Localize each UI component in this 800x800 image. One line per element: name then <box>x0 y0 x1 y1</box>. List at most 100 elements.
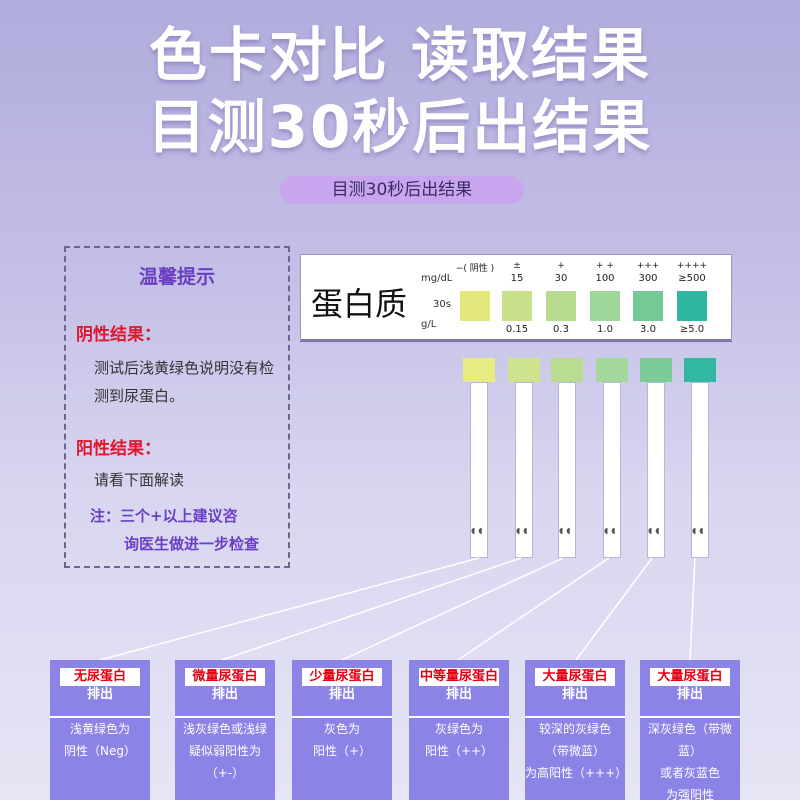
result-title-line-1: 大量尿蛋白 <box>535 668 615 686</box>
result-title-line-2: 排出 <box>328 687 355 702</box>
negative-heading: 阴性结果： <box>76 325 161 345</box>
strip-pad <box>508 358 540 382</box>
strip-marks: ◖◖ <box>516 526 531 535</box>
result-title-line-1: 少量尿蛋白 <box>302 668 382 686</box>
result-line: 阳性（+） <box>312 744 372 758</box>
result-description: 较深的灰绿色 （带微蓝） 为高阳性（+++） <box>525 718 628 784</box>
unit-g: g/L <box>421 319 437 330</box>
test-strip: ◖◖ <box>551 358 583 558</box>
strip-marks: ◖◖ <box>471 526 486 535</box>
result-line: （带微蓝） <box>544 744 605 758</box>
result-box: 少量尿蛋白排出灰色为阳性（+） <box>292 660 392 800</box>
strip-pad <box>463 358 495 382</box>
result-line: 疑似弱阳性为 <box>188 744 261 758</box>
result-title-line-1: 大量尿蛋白 <box>650 668 730 686</box>
strip-body <box>470 382 488 558</box>
note-line-2: 询医生做进一步检查 <box>124 535 260 553</box>
strip-body <box>515 382 533 558</box>
result-line: 为强阳性（++++） <box>665 788 714 800</box>
tips-heading: 温馨提示 <box>138 266 215 288</box>
color-swatch <box>502 291 532 321</box>
color-swatch <box>546 291 576 321</box>
result-description: 浅灰绿色或浅绿疑似弱阳性为（+-） <box>175 718 275 784</box>
chart-mg-value: 300 <box>638 273 658 284</box>
color-swatch <box>590 291 620 321</box>
chart-gl-value: 0.3 <box>553 324 569 335</box>
result-divider <box>50 716 150 718</box>
result-divider <box>409 716 509 718</box>
result-title: 中等量尿蛋白排出 <box>409 660 509 716</box>
result-line: 深灰绿色（带微蓝） <box>647 722 732 758</box>
strip-body <box>691 382 709 558</box>
result-title-line-1: 无尿蛋白 <box>60 668 140 686</box>
result-box: 大量尿蛋白排出较深的灰绿色（带微蓝）为高阳性（+++） <box>525 660 628 800</box>
result-title-line-2: 排出 <box>86 687 113 702</box>
chart-symbol: + <box>557 261 565 271</box>
chart-mg-value: 15 <box>510 273 524 284</box>
title-line-1: 色卡对比 读取结果 <box>148 21 652 89</box>
strip-body <box>603 382 621 558</box>
result-divider <box>525 716 625 718</box>
chart-column: ++++≥500≥5.0 <box>672 261 712 335</box>
note: 注：三个+以上建议咨 询医生做进一步检查 <box>90 502 288 558</box>
result-box: 无尿蛋白排出浅黄绿色为阴性（Neg） <box>50 660 150 800</box>
positive-heading: 阳性结果： <box>76 439 161 459</box>
test-strip: ◖◖ <box>508 358 540 558</box>
chart-gl-value: 1.0 <box>597 324 613 335</box>
strip-pad <box>640 358 672 382</box>
unit-mg: mg/dL <box>421 273 453 284</box>
strip-body <box>558 382 576 558</box>
unit-time: 30s <box>433 299 451 310</box>
chart-symbol: + + <box>596 261 614 271</box>
result-title: 大量尿蛋白排出 <box>640 660 740 716</box>
result-title: 微量尿蛋白排出 <box>175 660 275 716</box>
strip-pad <box>551 358 583 382</box>
chart-mg-value: ≥500 <box>678 273 706 284</box>
result-divider <box>640 716 740 718</box>
result-line: 阳性（++） <box>424 744 494 758</box>
chart-column: −( 阴性 ) <box>455 261 495 324</box>
chart-gl-value: ≥5.0 <box>679 324 705 335</box>
result-line: 浅黄绿色为 <box>69 722 130 736</box>
color-swatch <box>633 291 663 321</box>
time-pill: 目测30秒后出结果 <box>280 176 524 204</box>
title-line-2: 目测30秒后出结果 <box>147 93 653 161</box>
result-line: 较深的灰绿色 <box>538 722 611 736</box>
strip-marks: ◖◖ <box>604 526 619 535</box>
result-divider <box>292 716 392 718</box>
result-line: 浅灰绿色或浅绿 <box>182 722 267 736</box>
tips-panel: 温馨提示 阴性结果： 测试后浅黄绿色说明没有检测到尿蛋白。 阳性结果： 请看下面… <box>64 246 290 568</box>
result-line: 为高阳性（+++） <box>525 766 628 780</box>
result-title-line-2: 排出 <box>211 687 238 702</box>
result-line: 灰色为 <box>323 722 360 736</box>
result-title: 少量尿蛋白排出 <box>292 660 392 716</box>
result-description: 灰绿色为阳性（++） <box>409 718 509 762</box>
negative-body: 测试后浅黄绿色说明没有检测到尿蛋白。 <box>94 359 275 405</box>
color-swatch <box>677 291 707 321</box>
chart-symbol: −( 阴性 ) <box>455 264 495 274</box>
result-title-line-2: 排出 <box>676 687 703 702</box>
test-strip: ◖◖ <box>684 358 716 558</box>
chart-gl-value: 0.15 <box>505 324 529 335</box>
strip-pad <box>684 358 716 382</box>
result-description: 浅黄绿色为阴性（Neg） <box>50 718 150 762</box>
strip-marks: ◖◖ <box>559 526 574 535</box>
positive-body: 请看下面解读 <box>94 471 185 489</box>
result-line: 阴性（Neg） <box>64 744 136 758</box>
chart-symbol: ± <box>513 261 521 271</box>
result-description: 灰色为阳性（+） <box>292 718 392 762</box>
strip-pad <box>596 358 628 382</box>
result-divider <box>175 716 275 718</box>
result-title-line-1: 中等量尿蛋白 <box>419 668 499 686</box>
result-title-line-2: 排出 <box>445 687 472 702</box>
chart-name: 蛋白质 <box>311 285 408 323</box>
chart-symbol: +++ <box>636 261 660 271</box>
result-title-line-1: 微量尿蛋白 <box>185 668 265 686</box>
note-line-1: 注：三个+以上建议咨 <box>90 507 238 525</box>
